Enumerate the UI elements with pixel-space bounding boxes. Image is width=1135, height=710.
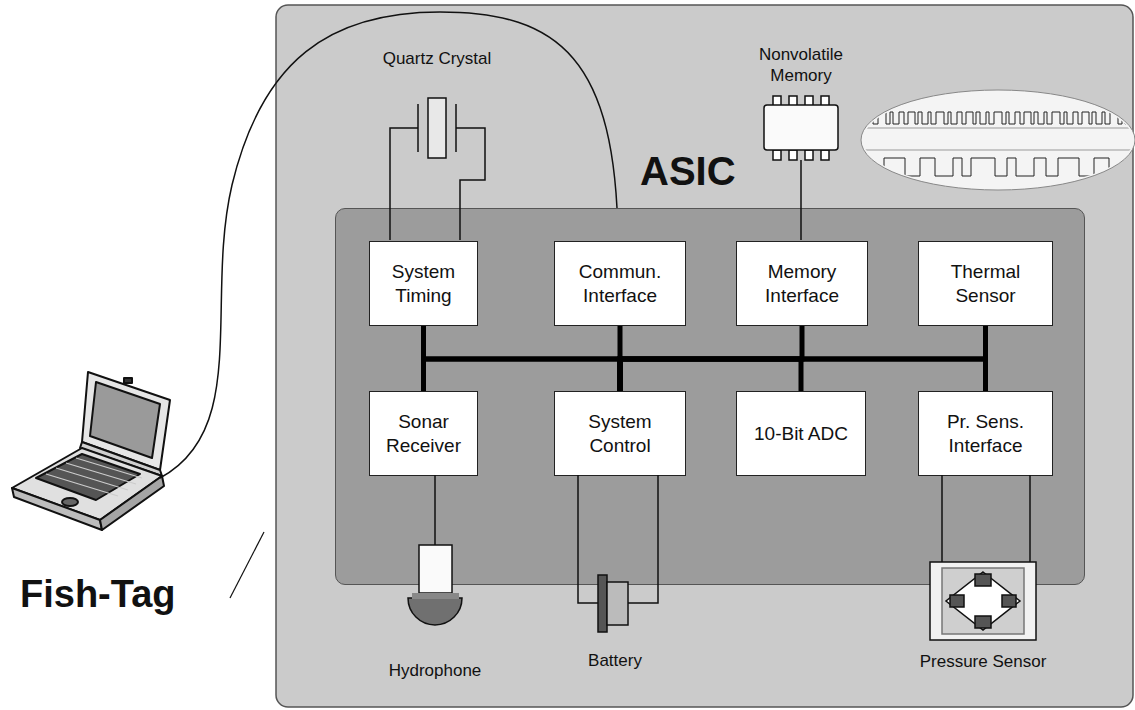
- function-block: Sonar Receiver: [369, 391, 478, 476]
- leader-line: [230, 532, 264, 598]
- block-label: Thermal Sensor: [925, 260, 1046, 308]
- quartz-crystal-symbol: [390, 98, 485, 240]
- part-label: Pressure Sensor: [912, 651, 1054, 672]
- function-block: Pr. Sens. Interface: [918, 391, 1053, 476]
- block-label: Pr. Sens. Interface: [925, 410, 1046, 458]
- part-label: Battery: [560, 650, 670, 671]
- function-block: Commun. Interface: [554, 241, 686, 326]
- bus-line: [620, 359, 986, 391]
- function-block: System Control: [554, 391, 686, 476]
- laptop-icon: [12, 372, 170, 530]
- memory-chip: [764, 96, 838, 240]
- block-label: Memory Interface: [743, 260, 861, 308]
- function-block: Memory Interface: [736, 241, 868, 326]
- function-block: Thermal Sensor: [918, 241, 1053, 326]
- chip-heading: ASIC: [640, 149, 736, 194]
- oscilloscope-trace: [860, 90, 1135, 190]
- block-label: 10-Bit ADC: [754, 422, 848, 446]
- block-label: System Timing: [376, 260, 471, 308]
- bus-line: [620, 359, 801, 391]
- bus-line: [424, 359, 621, 391]
- function-block: 10-Bit ADC: [736, 391, 866, 476]
- bus-line: [424, 326, 621, 391]
- bus-line: [620, 326, 986, 391]
- pressure-sensor-symbol: [930, 475, 1036, 640]
- hydrophone-symbol: [408, 475, 462, 625]
- part-label: Nonvolatile Memory: [730, 44, 872, 86]
- battery-symbol: [578, 475, 658, 632]
- device-title: Fish-Tag: [20, 572, 240, 616]
- asic-chip: ASICSystem TimingCommun. InterfaceMemory…: [335, 208, 1085, 585]
- part-label: Quartz Crystal: [382, 48, 492, 69]
- part-label: Hydrophone: [365, 660, 505, 681]
- block-label: Sonar Receiver: [376, 410, 471, 458]
- block-label: System Control: [561, 410, 679, 458]
- block-label: Commun. Interface: [561, 260, 679, 308]
- function-block: System Timing: [369, 241, 478, 326]
